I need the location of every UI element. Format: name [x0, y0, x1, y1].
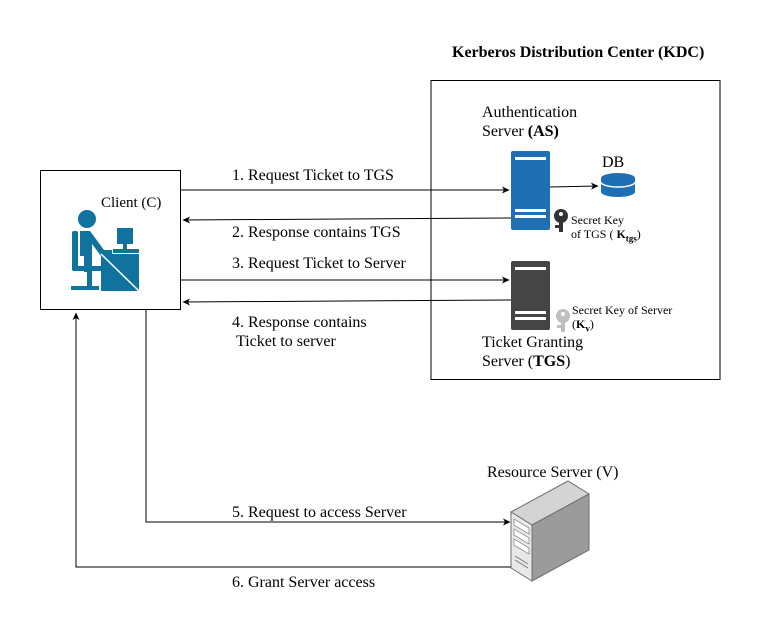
tgs-key-label-line2: (Kv) [572, 317, 594, 334]
client-label: Client (C) [101, 195, 162, 211]
arrow-step-2 [182, 216, 512, 224]
tgs-key-label-line1: Secret Key of Server [572, 303, 673, 317]
client-box [40, 170, 181, 310]
kdc-title: Kerberos Distribution Center (KDC) [452, 44, 705, 61]
as-label-line1: Authentication [482, 104, 578, 121]
step-4-label-line1: 4. Response contains [232, 314, 367, 331]
step-1-label: 1. Request Ticket to TGS [232, 167, 394, 184]
ticket-granting-server-icon [511, 261, 550, 330]
tgs-label-line2: Server (TGS) [482, 353, 571, 370]
step-3-label: 3. Request Ticket to Server [232, 255, 406, 272]
client-computer-icon [71, 210, 140, 292]
arrow-step-5 [145, 310, 511, 526]
authentication-server-icon [511, 151, 550, 230]
resource-server-icon [510, 480, 590, 582]
arrow-step-4 [182, 298, 512, 306]
step-2-label: 2. Response contains TGS [232, 224, 401, 241]
tgs-label-line1: Ticket Granting [482, 334, 584, 351]
step-6-label: 6. Grant Server access [232, 574, 376, 591]
kdc-box [430, 80, 721, 380]
as-key-label-line1: Secret Key [571, 213, 624, 227]
as-label-line2: Server (AS) [482, 123, 559, 140]
key-icon-server [556, 309, 570, 332]
key-icon-tgs [554, 209, 568, 232]
arrow-step-6 [72, 312, 511, 568]
as-key-label-line2: of TGS ( Ktgs) [571, 227, 641, 244]
resource-server-label: Resource Server (V) [487, 464, 619, 481]
arrow-as-to-db [549, 182, 599, 190]
step-4-label-line2: Ticket to server [236, 333, 336, 350]
db-label: DB [602, 154, 625, 171]
database-icon [600, 173, 636, 197]
step-5-label: 5. Request to access Server [232, 504, 407, 521]
